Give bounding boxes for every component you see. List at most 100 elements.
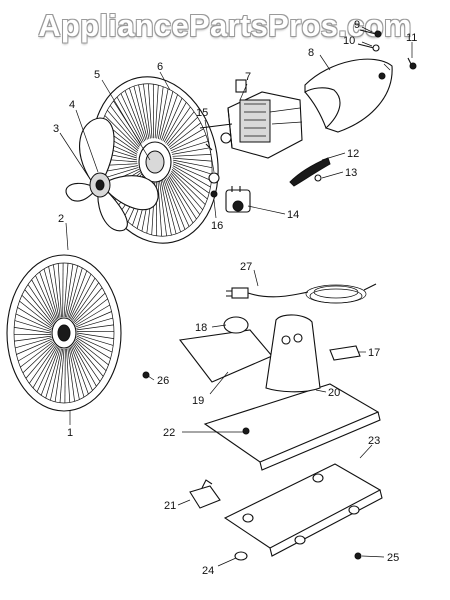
guard-spoke	[172, 167, 210, 194]
guard-spoke	[53, 264, 61, 318]
callout-21: 21	[164, 500, 176, 512]
guard-spoke	[72, 344, 97, 387]
guard-spoke	[66, 348, 71, 403]
front-guard	[6, 254, 122, 412]
guard-spoke	[124, 90, 146, 142]
guard-spoke	[107, 109, 140, 148]
guard-spoke	[19, 300, 53, 328]
callout-23: 23	[368, 435, 380, 447]
callout-18: 18	[195, 322, 207, 334]
guard-spoke	[76, 337, 111, 359]
guard-spoke	[14, 327, 52, 334]
guard-spoke	[76, 335, 113, 353]
guard-spoke	[39, 271, 58, 320]
guard-spoke	[171, 140, 209, 153]
watermark: AppliancePartsPros.com	[38, 8, 412, 43]
callout-17: 17	[368, 347, 380, 359]
guard-spoke	[173, 159, 213, 169]
guard-spoke	[157, 181, 163, 237]
guard-spoke	[129, 87, 147, 141]
guard-spoke	[24, 289, 54, 325]
guard-spoke	[166, 111, 195, 145]
guard-spoke	[67, 267, 83, 318]
guard-spoke	[159, 91, 174, 140]
guard-spoke	[69, 273, 92, 320]
guard-spoke	[154, 85, 159, 139]
guard-spoke	[36, 346, 59, 393]
guard-spoke	[74, 298, 108, 325]
guard-spoke	[75, 304, 110, 326]
guard-spoke	[75, 338, 109, 366]
guard-spoke	[167, 176, 194, 224]
guard-spoke	[71, 345, 93, 391]
guard-spoke	[173, 161, 213, 175]
small-parts	[142, 371, 362, 561]
rear-housing	[304, 58, 393, 133]
guard-spoke	[66, 265, 78, 318]
guard-spoke	[68, 347, 80, 400]
guard-spoke	[76, 332, 114, 339]
guard-spoke	[164, 178, 186, 230]
base-plate-19	[178, 316, 273, 383]
callout-16: 16	[211, 220, 223, 232]
guard-spoke	[147, 83, 153, 139]
callout-12: 12	[347, 148, 359, 160]
guard-spoke	[104, 115, 139, 150]
guard-spoke	[20, 341, 54, 368]
guard-spoke	[76, 317, 113, 329]
guard-spoke	[162, 98, 183, 142]
tilt-lever	[289, 157, 331, 187]
guard-spoke	[76, 334, 114, 346]
guard-spoke	[120, 93, 144, 143]
guard-spoke	[170, 134, 207, 152]
fan-blade	[65, 117, 159, 232]
guard-spoke	[74, 341, 104, 377]
guard-spoke	[63, 263, 69, 318]
guard-spoke	[170, 172, 203, 211]
guard-spoke	[171, 169, 208, 200]
guard-spoke	[162, 180, 177, 234]
motor-assembly	[199, 79, 303, 159]
guard-spoke	[109, 105, 141, 147]
guard-spoke	[168, 175, 197, 220]
guard-spoke	[69, 347, 85, 398]
guard-spoke	[166, 177, 190, 227]
guard-spoke	[31, 279, 56, 322]
callout-6: 6	[157, 61, 163, 73]
guard-spoke	[116, 96, 143, 144]
guard-spoke	[57, 263, 62, 318]
guard-spoke	[172, 154, 211, 157]
callout-22: 22	[163, 427, 175, 439]
callout-15: 15	[196, 107, 208, 119]
guard-spoke	[43, 268, 59, 319]
guard-spoke	[169, 173, 201, 215]
guard-spoke	[169, 128, 204, 150]
guard-spoke	[48, 266, 60, 319]
guard-spoke	[168, 122, 202, 148]
bottom-plate	[223, 463, 383, 557]
callout-8: 8	[308, 47, 314, 59]
guard-spoke	[17, 307, 52, 329]
callout-20: 20	[328, 387, 340, 399]
guard-spoke	[27, 284, 55, 323]
guard-spoke	[14, 335, 52, 342]
guard-spoke	[163, 102, 187, 143]
callout-11: 11	[406, 32, 417, 44]
callout-26: 26	[157, 375, 169, 387]
callout-5: 5	[94, 69, 100, 81]
guard-spoke	[71, 282, 99, 321]
guard-spoke	[15, 337, 52, 349]
guard-spoke	[101, 167, 139, 180]
guard-spoke	[167, 116, 198, 147]
guard-spoke	[32, 346, 58, 389]
guard-spoke	[76, 324, 114, 331]
guard-spoke	[172, 157, 212, 162]
guard-spoke	[70, 277, 96, 320]
guard-spoke	[163, 179, 181, 233]
switch	[208, 172, 251, 213]
guard-spoke	[14, 320, 52, 332]
callout-2: 2	[58, 213, 64, 225]
callout-10: 10	[343, 35, 355, 47]
guard-spoke	[171, 170, 206, 205]
guard-spoke	[160, 181, 172, 236]
